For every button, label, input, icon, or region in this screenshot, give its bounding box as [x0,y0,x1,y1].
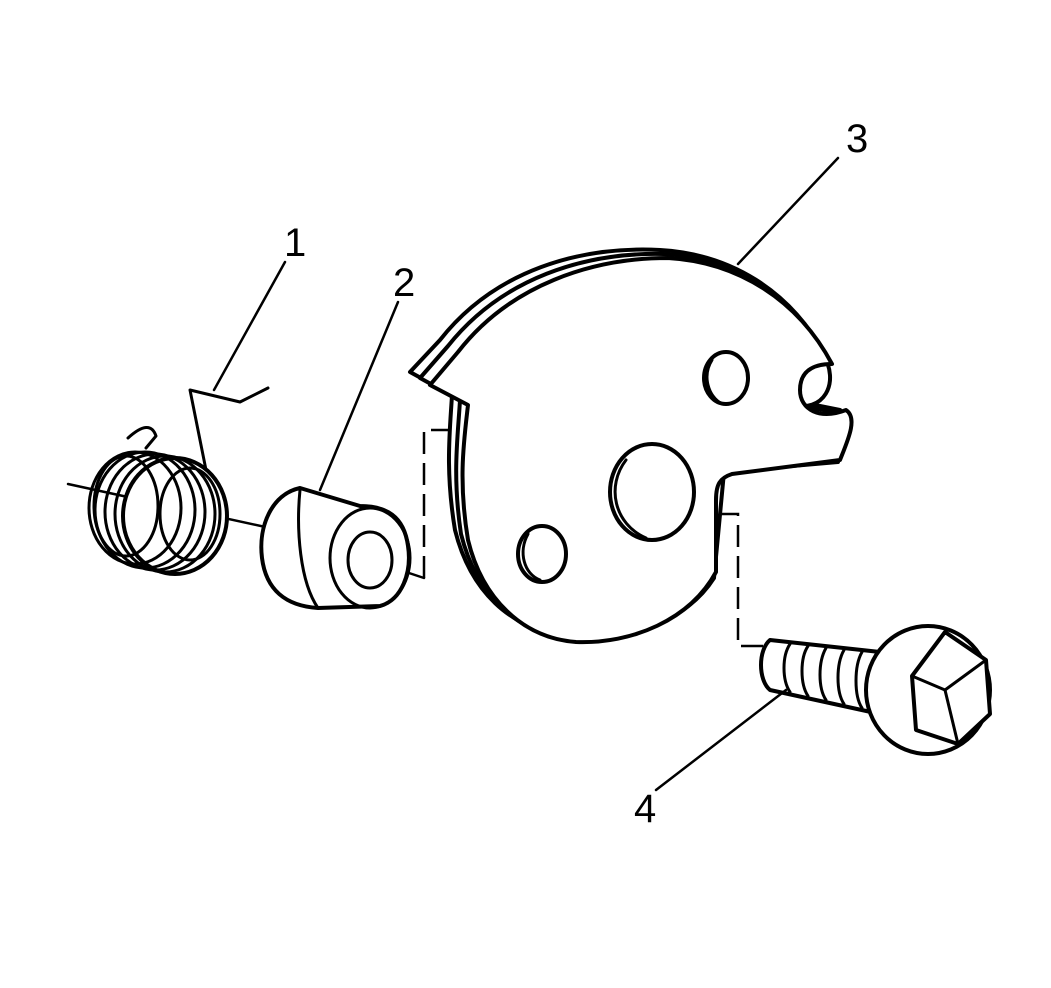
bolt-threads [782,642,864,710]
torsion-spring [87,386,270,576]
leader-callout-1 [212,260,287,392]
plate-hole-upper [702,350,750,406]
bushing-body [259,486,411,610]
bushing-edge [297,488,320,610]
spring-tang [188,386,270,492]
leader-callout-3 [736,156,840,266]
plate-hole-lower [516,524,568,584]
spring-end-hook [126,426,158,450]
plate-hole-upper-shade [705,358,724,406]
callout-3: 3 [846,117,868,161]
leader-callout-2 [318,300,400,492]
callout-4: 4 [634,787,656,831]
leader-callout-4 [654,688,788,792]
plate-holes [516,350,750,584]
plate-hole-center-shade [613,458,648,540]
bolt-hex-edge-front [943,688,960,746]
callout-2: 2 [393,261,415,305]
plate-hole-center [608,442,696,542]
callout-leaders [212,156,840,792]
bushing-bore [346,530,394,590]
axis-dashed-plate-to-bolt [718,512,775,648]
bushing [259,486,412,610]
plate-hole-lower-shade [521,532,542,582]
cam-plate [408,247,854,645]
callout-1: 1 [284,221,306,265]
flange-bolt [759,624,992,756]
callout-labels: 1 2 3 4 [284,117,868,831]
spring-coils [87,450,229,576]
bushing-face [328,506,412,610]
